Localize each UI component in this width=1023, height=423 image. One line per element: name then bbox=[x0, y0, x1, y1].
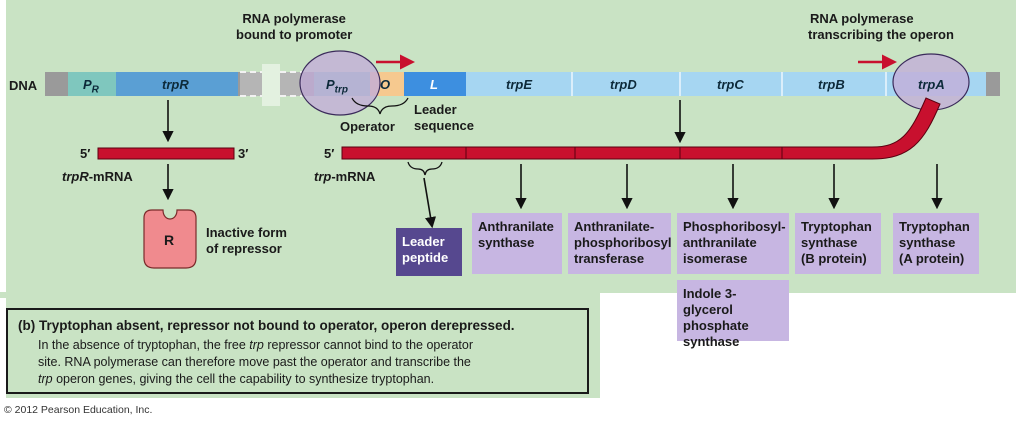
caption-line-1: In the absence of tryptophan, the free t… bbox=[38, 337, 583, 354]
rnap-promoter-line-1: RNA polymerase bbox=[242, 11, 346, 26]
pr-letter: P bbox=[83, 77, 92, 92]
pathway-arrows bbox=[162, 100, 943, 229]
pr-label: PR bbox=[83, 77, 99, 99]
trpA-gene-label: trpA bbox=[918, 77, 945, 92]
product-isomerase: Phosphoribosyl- anthranilate isomerase bbox=[677, 213, 789, 274]
product-c2-line-3: synthase bbox=[683, 334, 740, 349]
product-c-line-1: Phosphoribosyl- bbox=[683, 219, 786, 234]
rna-polymerase-operon-label: RNA polymerase transcribing the operon bbox=[808, 11, 954, 43]
operator-o-label: O bbox=[380, 77, 391, 92]
rnap-operon-line-2: transcribing the operon bbox=[808, 27, 954, 42]
leader-l-label: L bbox=[430, 77, 438, 92]
lower-right-white-area bbox=[600, 293, 1023, 423]
copyright-notice: © 2012 Pearson Education, Inc. bbox=[4, 404, 153, 416]
trpE-gene-label: trpE bbox=[506, 77, 532, 92]
trpR-mrna-3prime: 3′ bbox=[238, 146, 249, 161]
product-b-line-2: synthase bbox=[801, 235, 858, 250]
caption-cutout bbox=[0, 292, 600, 298]
rnap-promoter-line-2: bound to promoter bbox=[236, 27, 353, 42]
product-tryptophan-synthase-a: Tryptophan synthase (A protein) bbox=[893, 213, 979, 274]
product-indole-glycerol-phosphate-synthase: Indole 3-glycerol phosphate synthase bbox=[677, 280, 789, 349]
leader-brace bbox=[407, 161, 443, 176]
product-c-line-2: anthranilate bbox=[683, 235, 757, 250]
product-tryptophan-synthase-b: Tryptophan synthase (B protein) bbox=[795, 213, 881, 274]
gene-trpE bbox=[466, 72, 572, 96]
operator-brace bbox=[351, 97, 409, 115]
product-c-line-3: isomerase bbox=[683, 251, 748, 266]
gene-trpB bbox=[782, 72, 886, 96]
caption-body: In the absence of tryptophan, the free t… bbox=[38, 337, 583, 388]
product-b-line-1: Tryptophan bbox=[801, 219, 872, 234]
pr-subscript: R bbox=[91, 84, 99, 96]
gene-trpC bbox=[680, 72, 782, 96]
trpB-gene-label: trpB bbox=[818, 77, 845, 92]
trpD-gene-label: trpD bbox=[610, 77, 637, 92]
caption-box: (b) Tryptophan absent, repressor not bou… bbox=[6, 308, 589, 394]
trp-mrna-gene: trp bbox=[314, 169, 332, 184]
product-phosphoribosyl-transferase: Anthranilate- phosphoribosyl transferase bbox=[568, 213, 672, 274]
ptrp-subscript: trp bbox=[334, 84, 349, 96]
promoter-pr bbox=[68, 72, 116, 96]
product-e-line-2: synthase bbox=[478, 235, 535, 250]
lower-left-white-area bbox=[0, 294, 6, 423]
caption-line-1a: In the absence of tryptophan, the free bbox=[38, 338, 250, 352]
product-c2-line-2: phosphate bbox=[683, 318, 749, 333]
trpR-mrna-gene: trpR bbox=[62, 169, 89, 184]
product-c2-line-1: Indole 3-glycerol bbox=[683, 286, 737, 317]
dna-gap-break bbox=[262, 64, 280, 106]
leader-peptide-line-1: Leader bbox=[402, 234, 445, 249]
ptrp-letter: P bbox=[326, 77, 335, 92]
product-b-line-3: (B protein) bbox=[801, 251, 867, 266]
product-d-line-3: transferase bbox=[574, 251, 645, 266]
trpR-mrna-bar bbox=[97, 147, 235, 160]
trp-mrna-label: trp-mRNA bbox=[314, 169, 375, 185]
product-leader-peptide: Leader peptide bbox=[396, 228, 462, 276]
caption-line-1b: repressor cannot bind to the operator bbox=[263, 338, 474, 352]
trpC-gene-label: trpC bbox=[717, 77, 744, 92]
trpR-mrna-label: trpR-mRNA bbox=[62, 169, 133, 185]
rna-polymerase-promoter bbox=[299, 50, 381, 116]
gene-trpD bbox=[572, 72, 680, 96]
leader-l bbox=[404, 72, 466, 96]
operator-label: Operator bbox=[340, 119, 395, 134]
leader-peptide-line-2: peptide bbox=[402, 250, 449, 265]
dna-label: DNA bbox=[9, 78, 38, 93]
trpR-gene-label: trpR bbox=[162, 77, 189, 92]
rna-polymerase-promoter-label: RNA polymerase bound to promoter bbox=[236, 11, 352, 43]
rnap-operon-line-1: RNA polymerase bbox=[810, 11, 914, 26]
product-anthranilate-synthase: Anthranilate synthase bbox=[472, 213, 562, 274]
bottom-white-strip bbox=[0, 398, 600, 423]
product-a-line-2: synthase bbox=[899, 235, 956, 250]
trpR-mrna-suffix: -mRNA bbox=[88, 169, 133, 184]
caption-heading: (b) Tryptophan absent, repressor not bou… bbox=[18, 318, 515, 333]
gene-trpR bbox=[116, 72, 238, 96]
product-a-line-1: Tryptophan bbox=[899, 219, 970, 234]
inactive-line-1: Inactive form bbox=[206, 225, 287, 240]
trpR-mrna-5prime: 5′ bbox=[80, 146, 91, 161]
product-a-line-3: (A protein) bbox=[899, 251, 965, 266]
ptrp-label: Ptrp bbox=[326, 77, 348, 99]
caption-line-3: trp operon genes, giving the cell the ca… bbox=[38, 371, 583, 388]
product-e-line-1: Anthranilate bbox=[478, 219, 554, 234]
caption-line-1-italic: trp bbox=[249, 338, 264, 352]
product-d-line-1: Anthranilate- bbox=[574, 219, 655, 234]
leader-seq-line-1: Leader bbox=[414, 102, 457, 117]
repressor-letter: R bbox=[164, 232, 175, 248]
leader-sequence-label: Leader sequence bbox=[414, 102, 474, 134]
inactive-repressor-label: Inactive form of repressor bbox=[206, 225, 287, 257]
inactive-repressor-icon bbox=[143, 209, 197, 269]
trp-mrna-bar bbox=[341, 97, 941, 160]
trp-mrna-suffix: -mRNA bbox=[331, 169, 376, 184]
leader-seq-line-2: sequence bbox=[414, 118, 474, 133]
caption-line-3b: operon genes, giving the cell the capabi… bbox=[52, 372, 435, 386]
product-d-line-2: phosphoribosyl bbox=[574, 235, 672, 250]
caption-line-2: site. RNA polymerase can therefore move … bbox=[38, 355, 471, 369]
trp-mrna-5prime: 5′ bbox=[324, 146, 335, 161]
inactive-line-2: of repressor bbox=[206, 241, 282, 256]
caption-line-3-italic: trp bbox=[38, 372, 53, 386]
